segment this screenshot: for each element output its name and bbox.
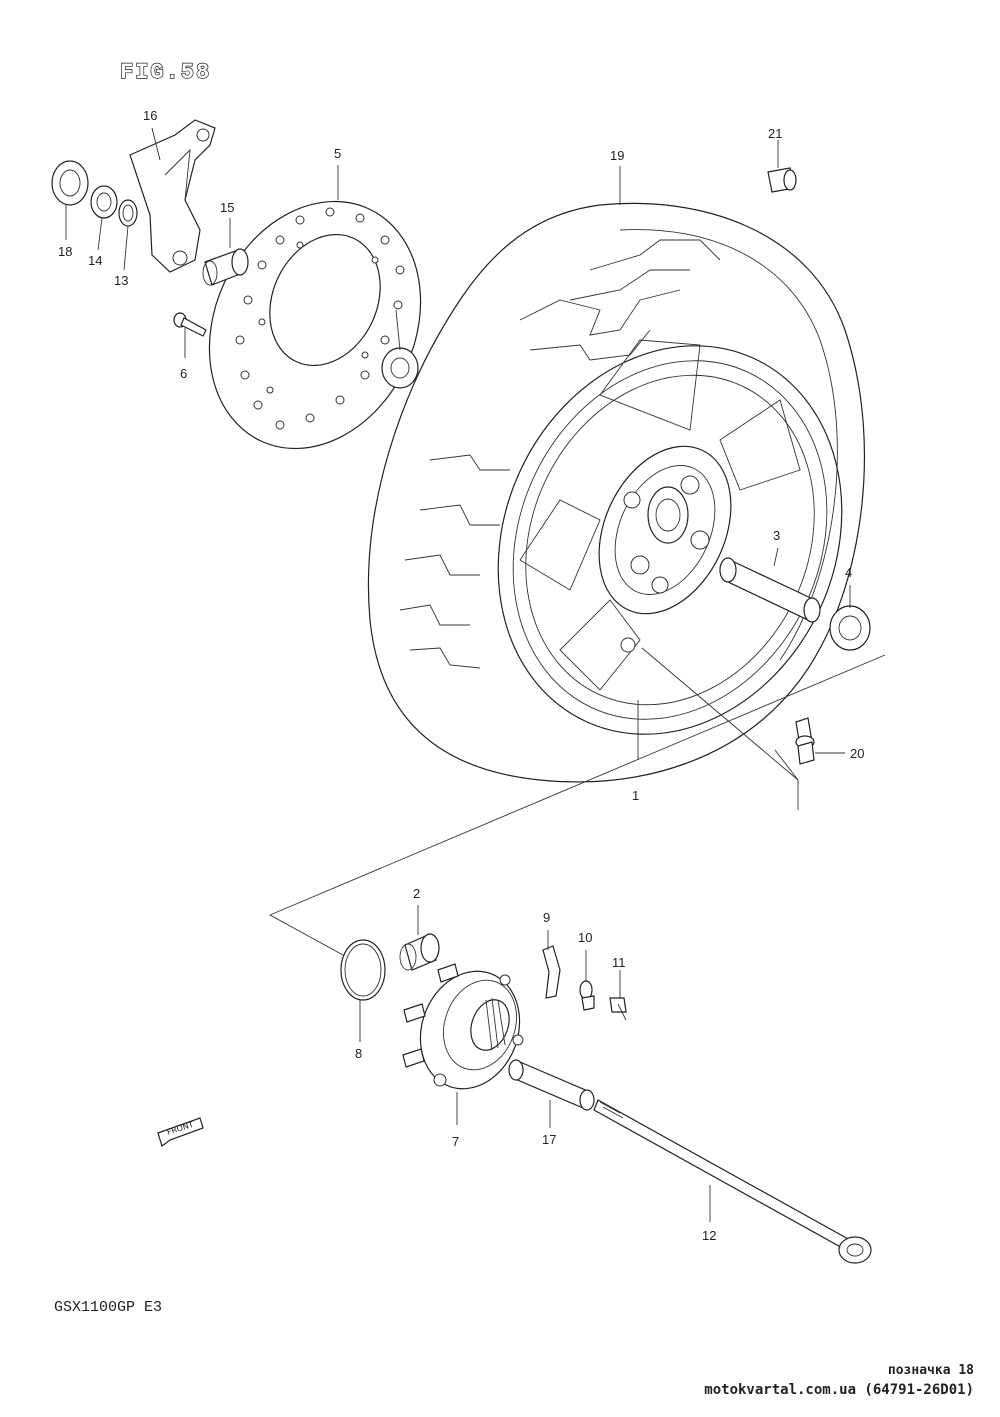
part-label-15: 15 [220,200,234,215]
sprocket-drum-7 [402,963,524,1090]
model-code: GSX1100GP E3 [54,1299,162,1316]
o-ring-8 [340,939,386,1001]
brake-disc [208,200,422,450]
figure-title: FIG.58 [120,60,211,85]
ring-13 [118,199,138,227]
part-label-11: 11 [612,955,626,970]
wheel-rim [497,339,843,735]
nut-11 [609,997,627,1021]
part-label-9: 9 [543,910,550,925]
part-label-13: 13 [114,273,128,288]
bolt-6 [173,312,207,337]
part-label-7: 7 [452,1134,459,1149]
part-label-1: 1 [632,788,639,803]
assembly-guide-line [268,654,886,956]
collar-15 [202,248,249,286]
part-label-5: 5 [334,146,341,161]
spacer-3 [719,557,821,623]
part-label-2: 2 [413,886,420,901]
washer-9 [542,945,561,999]
part-label-21: 21 [768,126,782,141]
axle-12 [593,1099,872,1264]
part-label-14: 14 [88,253,102,268]
part-label-12: 12 [702,1228,716,1243]
part-label-19: 19 [610,148,624,163]
footer-site-link[interactable]: motokvartal.com.ua (64791-26D01) [704,1382,974,1398]
part-label-4: 4 [845,565,852,580]
part-label-8: 8 [355,1046,362,1061]
part-label-18: 18 [58,244,72,259]
leader-lines [65,127,851,1222]
part-labels: 1 2 3 4 5 6 7 8 9 10 11 12 13 14 15 16 1… [58,108,864,1243]
balancer-21 [767,167,797,193]
footer-reference: позначка 18 [887,1363,974,1378]
part-label-17: 17 [542,1132,556,1147]
part-label-20: 20 [850,746,864,761]
part-label-6: 6 [180,366,187,381]
bearing-4 [829,605,871,651]
front-direction-arrow: FRONT [157,1117,204,1147]
dust-seal-18 [51,160,89,206]
bearing-14 [90,185,118,219]
tire [367,202,865,783]
bolt-10 [579,980,595,1011]
bearing-disc-side [381,347,419,389]
valve-20 [795,717,815,765]
part-label-3: 3 [773,528,780,543]
part-label-16: 16 [143,108,157,123]
spacer-17 [508,1059,595,1111]
part-label-10: 10 [578,930,592,945]
caliper-bracket [129,119,216,273]
bearing-2 [399,933,440,971]
